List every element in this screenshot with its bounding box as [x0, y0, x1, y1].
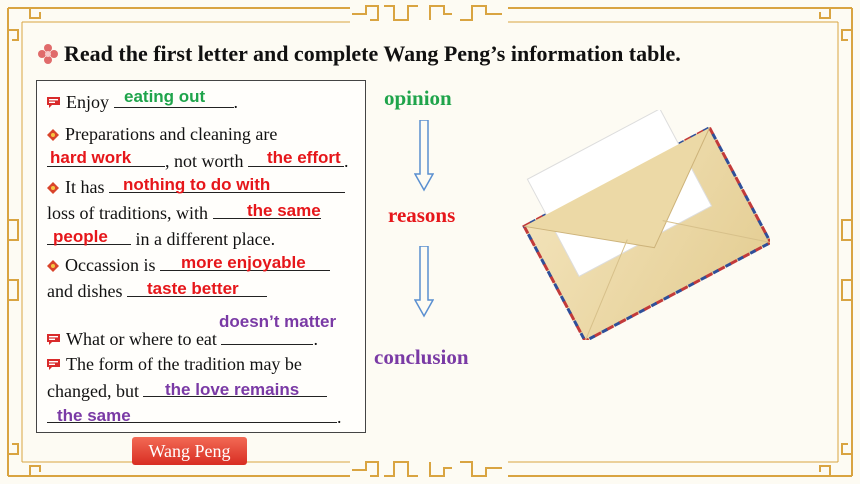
reasons-box: Preparations and cleaning are , not wort… — [36, 118, 366, 305]
answer-the-same: the same — [247, 201, 321, 220]
label-opinion: opinion — [384, 86, 452, 110]
reasons-line-2: , not worth . — [47, 150, 349, 172]
conclusion-text-1: What or where to eat — [66, 329, 222, 349]
reasons-line-3: It has — [47, 176, 345, 198]
opinion-line: Enjoy . — [47, 91, 238, 113]
answer-nothing-to-do-with: nothing to do with — [123, 175, 271, 194]
down-arrow-icon — [414, 120, 434, 192]
reasons-text-1: Preparations and cleaning are — [65, 124, 278, 144]
blank-enjoyable — [159, 254, 330, 271]
speech-bubble-icon — [47, 334, 60, 345]
reasons-text-2: , not worth — [165, 151, 248, 171]
reasons-line-7: and dishes — [47, 280, 267, 302]
reasons-line-1: Preparations and cleaning are — [47, 124, 277, 145]
reasons-line-4: loss of traditions, with — [47, 202, 321, 224]
conclusion-text-3: changed, but — [47, 381, 144, 401]
blank-doesnt-matter — [221, 328, 314, 345]
label-reasons: reasons — [388, 203, 456, 227]
answer-the-love-remains: the love remains — [165, 380, 300, 399]
title-text: Read the first letter and complete Wang … — [64, 41, 681, 66]
conclusion-text-2: The form of the tradition may be — [66, 354, 302, 374]
blank-hard-work — [47, 150, 165, 167]
flower-icon — [38, 44, 58, 64]
answer-more-enjoyable: more enjoyable — [181, 253, 306, 272]
blank-taste — [127, 280, 267, 297]
answer-the-effort: the effort — [267, 148, 341, 167]
label-conclusion: conclusion — [374, 345, 469, 369]
reasons-line-5: in a different place. — [47, 228, 275, 250]
page-title: Read the first letter and complete Wang … — [38, 41, 681, 67]
opinion-prefix: Enjoy — [66, 92, 114, 112]
conclusion-line-2: The form of the tradition may be — [47, 354, 302, 375]
name-tag-wang-peng: Wang Peng — [132, 437, 247, 465]
conclusion-text-1-end: . — [313, 329, 318, 349]
conclusion-line-3: changed, but — [47, 380, 328, 402]
blank-effort — [248, 150, 344, 167]
speech-bubble-icon — [47, 359, 60, 370]
blank-same — [212, 202, 321, 219]
answer-hard-work: hard work — [50, 148, 132, 167]
answer-eating-out: eating out — [124, 87, 206, 106]
conclusion-line-4: . — [47, 406, 342, 428]
reasons-text-4: loss of traditions, with — [47, 203, 213, 223]
blank-people — [47, 228, 131, 245]
opinion-suffix: . — [233, 92, 239, 112]
answer-doesnt-matter: doesn’t matter — [219, 312, 337, 331]
blank-same — [47, 406, 337, 423]
answer-taste-better: taste better — [147, 279, 239, 298]
diamond-icon — [47, 182, 59, 194]
conclusion-text-4-end: . — [337, 407, 342, 427]
conclusion-line-1: What or where to eat . — [47, 328, 318, 350]
answer-people: people — [53, 227, 108, 246]
reasons-text-2-end: . — [344, 151, 349, 171]
diamond-icon — [47, 260, 59, 272]
opinion-box: Enjoy . eating out — [36, 80, 366, 120]
diamond-icon — [47, 129, 59, 141]
blank-nothing — [109, 176, 345, 193]
reasons-text-5: in a different place. — [131, 229, 276, 249]
reasons-text-6: Occassion is — [65, 255, 160, 275]
reasons-line-6: Occassion is — [47, 254, 330, 276]
blank-love — [143, 380, 328, 397]
conclusion-box: doesn’t matter What or where to eat . Th… — [36, 304, 366, 433]
reasons-text-3: It has — [65, 177, 109, 197]
speech-bubble-icon — [47, 97, 60, 108]
opinion-blank — [113, 91, 234, 108]
answer-the-same-conclusion: the same — [57, 406, 131, 425]
down-arrow-icon — [414, 246, 434, 318]
envelope-icon — [522, 110, 770, 340]
reasons-text-7: and dishes — [47, 281, 127, 301]
